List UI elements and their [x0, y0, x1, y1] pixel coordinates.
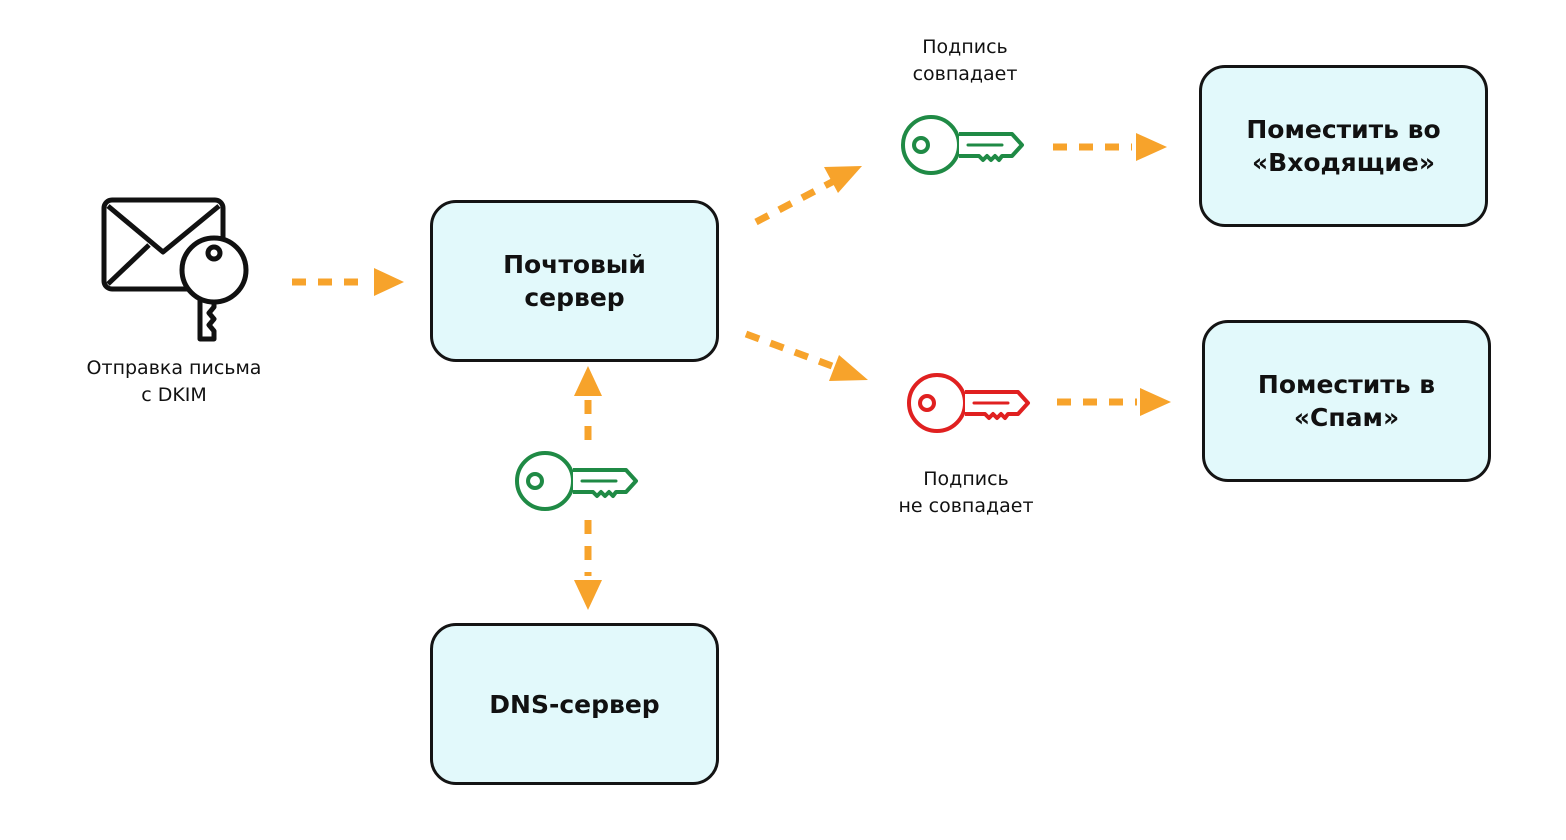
arrowhead-match-to-inbox	[1136, 133, 1167, 161]
spam-action-label: Поместить в «Спам»	[1257, 370, 1436, 432]
signature-mismatch-key-icon	[907, 373, 1030, 433]
signature-match-caption: Подпись совпадает	[912, 36, 1018, 85]
mail-server-label: Почтовый сервер	[503, 250, 646, 312]
arrowhead-mail-server-to-mismatch	[829, 355, 868, 381]
envelope-with-key-icon	[101, 197, 249, 342]
arrow-mail-server-to-mismatch	[744, 330, 834, 370]
dns-key-icon	[515, 451, 638, 511]
signature-mismatch-caption: Подпись не совпадает	[898, 468, 1034, 517]
inbox-action-label: Поместить во «Входящие»	[1246, 115, 1441, 177]
spam-action-box: Поместить в «Спам»	[1202, 320, 1491, 482]
sender-key-icon	[179, 235, 249, 342]
arrows	[292, 133, 1171, 610]
arrowhead-mismatch-to-spam	[1140, 388, 1171, 416]
mail-server-box: Почтовый сервер	[430, 200, 719, 362]
dns-server-box: DNS-сервер	[430, 623, 719, 785]
inbox-action-box: Поместить во «Входящие»	[1199, 65, 1488, 227]
arrowhead-mail-server-to-match	[824, 166, 862, 193]
arrowhead-up-to-mail-server	[574, 366, 602, 396]
sender-caption: Отправка письма с DKIM	[86, 357, 262, 406]
arrowhead-sender-to-mail-server	[374, 268, 404, 296]
signature-match-key-icon	[901, 115, 1024, 175]
arrowhead-down-to-dns	[574, 580, 602, 610]
arrow-mail-server-to-match	[754, 177, 836, 226]
dns-server-label: DNS-сервер	[489, 689, 660, 719]
